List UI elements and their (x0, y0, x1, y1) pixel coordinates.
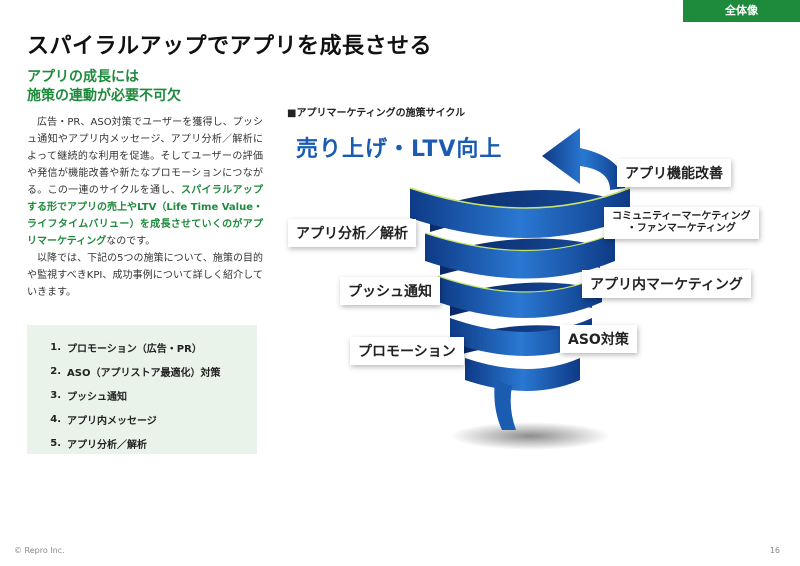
measures-list: 1. プロモーション（広告・PR） 2. ASO（アプリストア最適化）対策 3. プッ… (27, 335, 257, 455)
diagram-title: ■アプリマーケティングの施策サイクル (287, 108, 466, 119)
label-app-analytics: アプリ分析／解析 (288, 219, 416, 247)
section-tag: 全体像 (683, 0, 800, 22)
spiral-shadow (450, 422, 610, 450)
measures-list-box: 1. プロモーション（広告・PR） 2. ASO（アプリストア最適化）対策 3. プッ… (27, 325, 257, 454)
list-item: 4. アプリ内メッセージ (27, 407, 257, 431)
lead-line-2: 施策の連動が必要不可欠 (27, 88, 181, 104)
list-number: 4. (50, 413, 61, 425)
list-item: 3. プッシュ通知 (27, 383, 257, 407)
body-text: 広告・PR、ASO対策でユーザーを獲得し、プッシュ通知やアプリ内メッセージ、アプ… (27, 114, 263, 301)
list-label: アプリ分析／解析 (67, 439, 147, 451)
body-paragraph-1: 広告・PR、ASO対策でユーザーを獲得し、プッシュ通知やアプリ内メッセージ、アプ… (27, 114, 263, 250)
label-community-marketing: コミュニティーマーケティング ・ファンマーケティング (604, 207, 759, 239)
body-paragraph-2: 以降では、下記の5つの施策について、施策の目的や監視すべきKPI、成功事例につい… (27, 253, 263, 298)
spiral-diagram (409, 128, 631, 450)
copyright: © Repro Inc. (14, 546, 65, 555)
label-in-app-marketing: アプリ内マーケティング (582, 270, 751, 298)
label-push-notification: プッシュ通知 (340, 277, 440, 305)
list-label: アプリ内メッセージ (67, 415, 157, 427)
page-title: スパイラルアップでアプリを成長させる (27, 34, 433, 59)
list-label: プロモーション（広告・PR） (67, 343, 202, 355)
body-text-b: なのです。 (106, 236, 156, 247)
lead-line-1: アプリの成長には (27, 69, 139, 85)
body-highlight: スパイラルアップする形でアプリの売上やLTV（Life Time Value・ラ… (27, 185, 264, 247)
diagram-headline: 売り上げ・LTV向上 (296, 137, 503, 162)
list-number: 2. (50, 365, 61, 377)
list-label: ASO（アプリストア最適化）対策 (67, 367, 221, 379)
label-aso: ASO対策 (560, 325, 637, 353)
spiral-arrow (542, 128, 625, 190)
list-label: プッシュ通知 (67, 391, 127, 403)
spiral-band-front (438, 276, 602, 318)
list-item: 1. プロモーション（広告・PR） (27, 335, 257, 359)
spiral-highlight (424, 232, 616, 252)
body-text-a: 広告・PR、ASO対策でユーザーを獲得し、プッシュ通知やアプリ内メッセージ、アプ… (27, 117, 263, 196)
spiral-band-front (425, 233, 615, 279)
label-community-line-1: コミュニティーマーケティング (612, 211, 751, 222)
list-number: 5. (50, 437, 61, 449)
list-item: 2. ASO（アプリストア最適化）対策 (27, 359, 257, 383)
list-number: 3. (50, 389, 61, 401)
spiral-band-front (465, 358, 580, 391)
label-community-line-2: ・ファンマーケティング (626, 223, 736, 234)
spiral-highlight (409, 187, 631, 209)
lead-heading: アプリの成長には 施策の連動が必要不可欠 (27, 68, 181, 106)
label-feature-improvement: アプリ機能改善 (617, 159, 731, 187)
spiral-band-front (450, 318, 592, 356)
page-number: 16 (769, 546, 780, 555)
list-number: 1. (50, 341, 61, 353)
spiral-tail (494, 380, 516, 430)
spiral-band-front (410, 188, 630, 238)
label-promotion: プロモーション (350, 337, 464, 365)
list-item: 5. アプリ分析／解析 (27, 431, 257, 455)
